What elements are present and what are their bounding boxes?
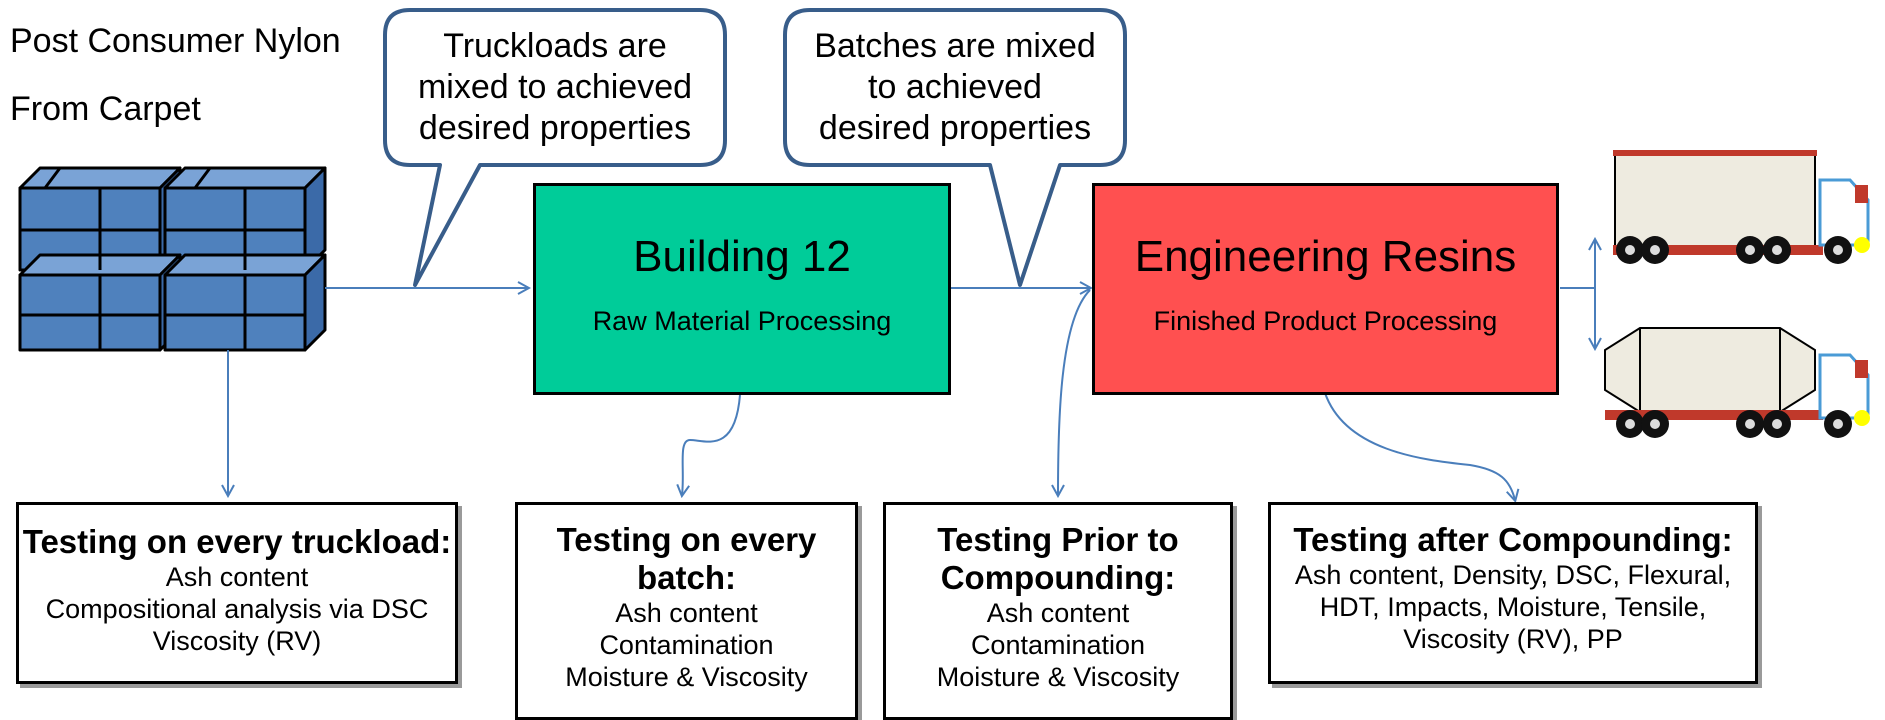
test-item: Ash content	[615, 598, 758, 628]
test-item: Ash content, Density, DSC, Flexural,	[1294, 560, 1732, 590]
test-box-truckload: Testing on every truckload: Ash content …	[16, 502, 458, 684]
tanker-truck-icon	[1604, 327, 1870, 438]
test-heading: Testing after Compounding:	[1293, 521, 1733, 558]
process-title: Building 12	[633, 232, 851, 281]
arrow-building12-to-test	[682, 394, 741, 495]
test-item: Contamination	[599, 630, 774, 660]
callout-line: Batches are mixed	[814, 27, 1096, 65]
test-item: Moisture & Viscosity	[936, 662, 1180, 692]
test-box-after-compounding: Testing after Compounding: Ash content, …	[1268, 502, 1758, 684]
truck-icon	[1613, 150, 1870, 264]
test-box-batch: Testing on every batch: Ash content Cont…	[515, 502, 858, 720]
callout-line: to achieved	[868, 68, 1042, 106]
callout-bubble-batches	[783, 8, 1127, 287]
process-box-building-12: Building 12 Raw Material Processing	[533, 183, 951, 395]
flow-arrows	[228, 240, 1595, 500]
test-item: Compositional analysis via DSC	[45, 594, 429, 624]
source-label-line2: From Carpet	[10, 90, 201, 128]
test-item: Ash content	[986, 598, 1130, 628]
test-heading: Testing on every truckload:	[22, 523, 452, 560]
test-box-prior-compounding: Testing Prior to Compounding: Ash conten…	[883, 502, 1233, 720]
test-heading: Compounding:	[940, 559, 1176, 596]
test-item: HDT, Impacts, Moisture, Tensile,	[1319, 592, 1707, 622]
process-subtitle: Finished Product Processing	[1153, 306, 1498, 336]
test-item: Ash content	[165, 562, 309, 592]
process-title: Engineering Resins	[1134, 232, 1517, 281]
carpet-bales-icon	[18, 166, 327, 352]
test-item: Viscosity (RV), PP	[1403, 624, 1623, 654]
process-box-engineering-resins: Engineering Resins Finished Product Proc…	[1092, 183, 1559, 395]
test-heading: batch:	[637, 559, 736, 596]
arrow-prior-compounding	[1058, 289, 1091, 495]
test-item: Moisture & Viscosity	[565, 662, 808, 692]
callout-bubble-truckloads	[383, 8, 727, 287]
arrow-resins-to-test	[1324, 392, 1515, 500]
callout-line: Truckloads are	[443, 27, 667, 65]
callout-line: desired properties	[818, 109, 1092, 147]
process-subtitle: Raw Material Processing	[592, 306, 892, 336]
test-item: Contamination	[970, 630, 1146, 660]
source-label-line1: Post Consumer Nylon	[10, 22, 341, 60]
test-item: Viscosity (RV)	[152, 626, 322, 656]
callout-line: desired properties	[418, 109, 692, 147]
callout-line: mixed to achieved	[417, 68, 693, 106]
test-heading: Testing on every	[556, 521, 817, 558]
callout-text-batches: Batches are mixed to achieved desired pr…	[790, 26, 1120, 149]
test-heading: Testing Prior to	[937, 521, 1179, 558]
callout-text-truckloads: Truckloads are mixed to achieved desired…	[390, 26, 720, 149]
